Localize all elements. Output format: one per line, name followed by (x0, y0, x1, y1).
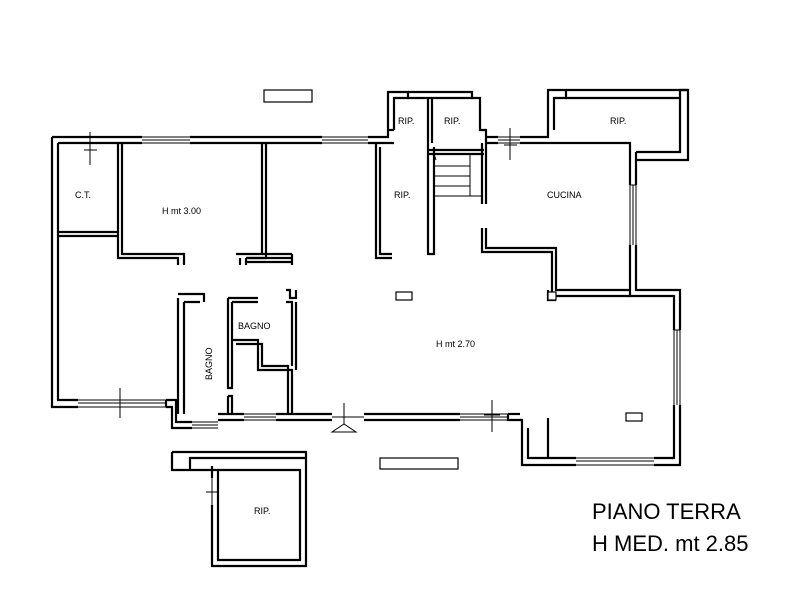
top-storage-blocks (263, 88, 688, 143)
windows (78, 128, 681, 505)
interior-walls (58, 143, 630, 414)
exterior-walls (50, 88, 690, 467)
room-label-rip-bottom: RIP. (254, 506, 270, 516)
plan-title: PIANO TERRA (592, 499, 741, 524)
room-label-main-height: H mt 2.70 (436, 339, 475, 349)
bottom-blocks (170, 450, 459, 568)
room-label-rip-top-1: RIP. (398, 116, 414, 126)
room-label-bagno-2: BAGNO (204, 347, 214, 380)
room-label-bagno-1: BAGNO (238, 321, 271, 331)
plan-subtitle: H MED. mt 2.85 (592, 531, 748, 556)
room-label-rip-top-right: RIP. (610, 116, 626, 126)
room-label-rip-middle: RIP. (394, 190, 410, 200)
room-label-ct: C.T. (75, 190, 91, 200)
room-label-height-left: H mt 3.00 (162, 206, 201, 216)
entrance-marker (330, 403, 364, 433)
room-label-cucina: CUCINA (547, 190, 582, 200)
fixtures (395, 291, 643, 422)
room-label-rip-top-2: RIP. (444, 116, 460, 126)
